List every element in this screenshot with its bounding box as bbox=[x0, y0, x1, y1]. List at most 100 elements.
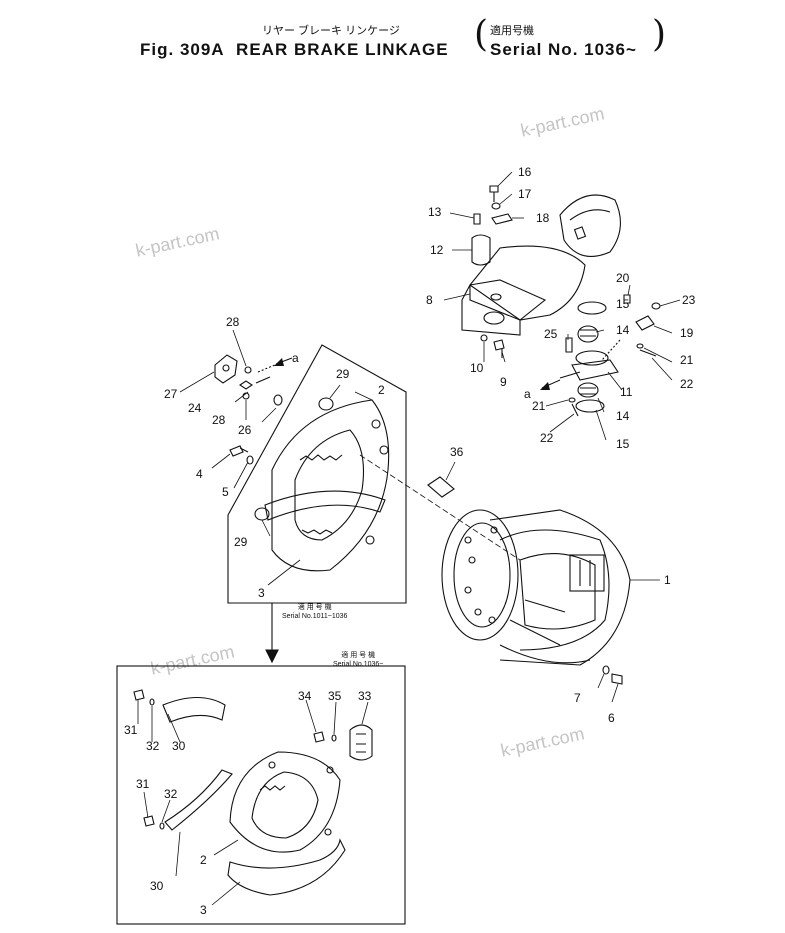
fitting-24 bbox=[239, 376, 271, 390]
callout-33: 33 bbox=[358, 689, 372, 703]
callout-2: 2 bbox=[200, 853, 207, 867]
callout-7: 7 bbox=[574, 691, 581, 705]
washer-10 bbox=[480, 334, 488, 342]
pin-12 bbox=[471, 234, 491, 266]
bushing-29 bbox=[318, 397, 334, 411]
callout-6: 6 bbox=[608, 711, 615, 725]
ref-label-a: a bbox=[524, 387, 531, 401]
callout-8: 8 bbox=[426, 293, 433, 307]
bolt-4 bbox=[229, 445, 249, 457]
bolt-9 bbox=[493, 339, 505, 358]
callout-23: 23 bbox=[682, 293, 696, 307]
callout-21: 21 bbox=[532, 399, 546, 413]
callout-5: 5 bbox=[222, 485, 229, 499]
callout-20: 20 bbox=[616, 271, 630, 285]
nut-28 bbox=[244, 366, 252, 374]
bolt-6 bbox=[611, 673, 623, 685]
fitting-27 bbox=[214, 354, 238, 384]
callout-11: 11 bbox=[620, 385, 633, 399]
plate-3 bbox=[227, 838, 346, 896]
callout-9: 9 bbox=[500, 375, 507, 389]
brake-assembly-1 bbox=[441, 509, 631, 666]
plate-30 bbox=[164, 769, 233, 831]
spring-14 bbox=[577, 325, 599, 343]
callout-21: 21 bbox=[680, 353, 694, 367]
callout-22: 22 bbox=[680, 377, 694, 391]
callout-3: 3 bbox=[258, 586, 265, 600]
pin-21 bbox=[568, 397, 576, 403]
serial-label-japanese: 適用号機 bbox=[490, 25, 534, 37]
callout-25: 25 bbox=[544, 327, 558, 341]
callout-14: 14 bbox=[616, 409, 630, 423]
spring-14 bbox=[577, 382, 599, 398]
upper-panel-outline bbox=[227, 344, 407, 604]
block-19 bbox=[635, 315, 655, 331]
pin-21 bbox=[636, 343, 644, 349]
callout-32: 32 bbox=[146, 739, 160, 753]
callout-labels: 1 2 3 4 5 6 7 8 9 10 11 12 13 14 14 15 1… bbox=[124, 165, 696, 917]
cover-dome bbox=[559, 194, 621, 257]
callout-1: 1 bbox=[664, 573, 671, 587]
callout-13: 13 bbox=[428, 205, 442, 219]
plate-2 bbox=[229, 751, 341, 853]
callout-35: 35 bbox=[328, 689, 342, 703]
callout-18: 18 bbox=[536, 211, 550, 225]
title-english: Fig. 309A REAR BRAKE LINKAGE bbox=[140, 40, 449, 60]
callout-10: 10 bbox=[470, 361, 484, 375]
washer-26 bbox=[273, 394, 283, 406]
fitting-13 bbox=[473, 213, 481, 225]
washer-7 bbox=[602, 665, 610, 675]
sensor-33 bbox=[349, 724, 373, 761]
callout-17: 17 bbox=[518, 187, 532, 201]
callout-26: 26 bbox=[238, 423, 252, 437]
bolt-31 bbox=[133, 689, 145, 701]
callout-15: 15 bbox=[616, 437, 630, 451]
upper-serial-note: 適 用 号 機 Serial No.1011~1036 bbox=[282, 604, 348, 620]
callout-28: 28 bbox=[212, 413, 226, 427]
callout-16: 16 bbox=[518, 165, 532, 179]
sleeve-36 bbox=[427, 476, 455, 498]
washer-17 bbox=[491, 202, 501, 210]
washer-5 bbox=[246, 455, 254, 465]
nut-23 bbox=[651, 302, 661, 310]
serial-close-paren: ) bbox=[652, 14, 667, 55]
callout-31: 31 bbox=[136, 777, 150, 791]
ref-label-a: a bbox=[292, 351, 299, 365]
plate-30 bbox=[162, 697, 226, 723]
callout-3: 3 bbox=[200, 903, 207, 917]
callout-30: 30 bbox=[150, 879, 164, 893]
cotter-22 bbox=[639, 349, 657, 357]
callout-14: 14 bbox=[616, 323, 630, 337]
callout-22: 22 bbox=[540, 431, 554, 445]
callout-29: 29 bbox=[336, 367, 350, 381]
callout-30: 30 bbox=[172, 739, 186, 753]
shaft-25 bbox=[565, 337, 573, 353]
figure-number: Fig. 309A bbox=[140, 40, 225, 59]
seal-15 bbox=[577, 301, 607, 315]
callout-2: 2 bbox=[378, 383, 385, 397]
ref-arrow-a bbox=[540, 379, 561, 390]
bolt-31 bbox=[143, 815, 155, 827]
ref-arrow-a bbox=[274, 357, 293, 366]
title-japanese: リヤー ブレーキ リンケージ bbox=[262, 25, 400, 37]
callout-28: 28 bbox=[226, 315, 240, 329]
serial-number: Serial No. 1036~ bbox=[490, 40, 637, 59]
callout-27: 27 bbox=[164, 387, 178, 401]
callout-4: 4 bbox=[196, 467, 203, 481]
bracket-8 bbox=[461, 245, 586, 336]
callout-34: 34 bbox=[298, 689, 312, 703]
flow-arrow-head bbox=[265, 649, 279, 664]
callout-29: 29 bbox=[234, 535, 248, 549]
callout-15: 15 bbox=[616, 297, 630, 311]
seal-15 bbox=[575, 399, 605, 413]
leader-lines bbox=[137, 171, 681, 906]
callout-19: 19 bbox=[680, 326, 694, 340]
link-18 bbox=[491, 213, 513, 225]
cotter-22 bbox=[571, 403, 579, 417]
callout-24: 24 bbox=[188, 401, 202, 415]
washer-32 bbox=[159, 822, 165, 830]
lower-serial-note: 適 用 号 機 Serial No.1036~ bbox=[333, 652, 384, 668]
washer-35 bbox=[331, 734, 337, 742]
